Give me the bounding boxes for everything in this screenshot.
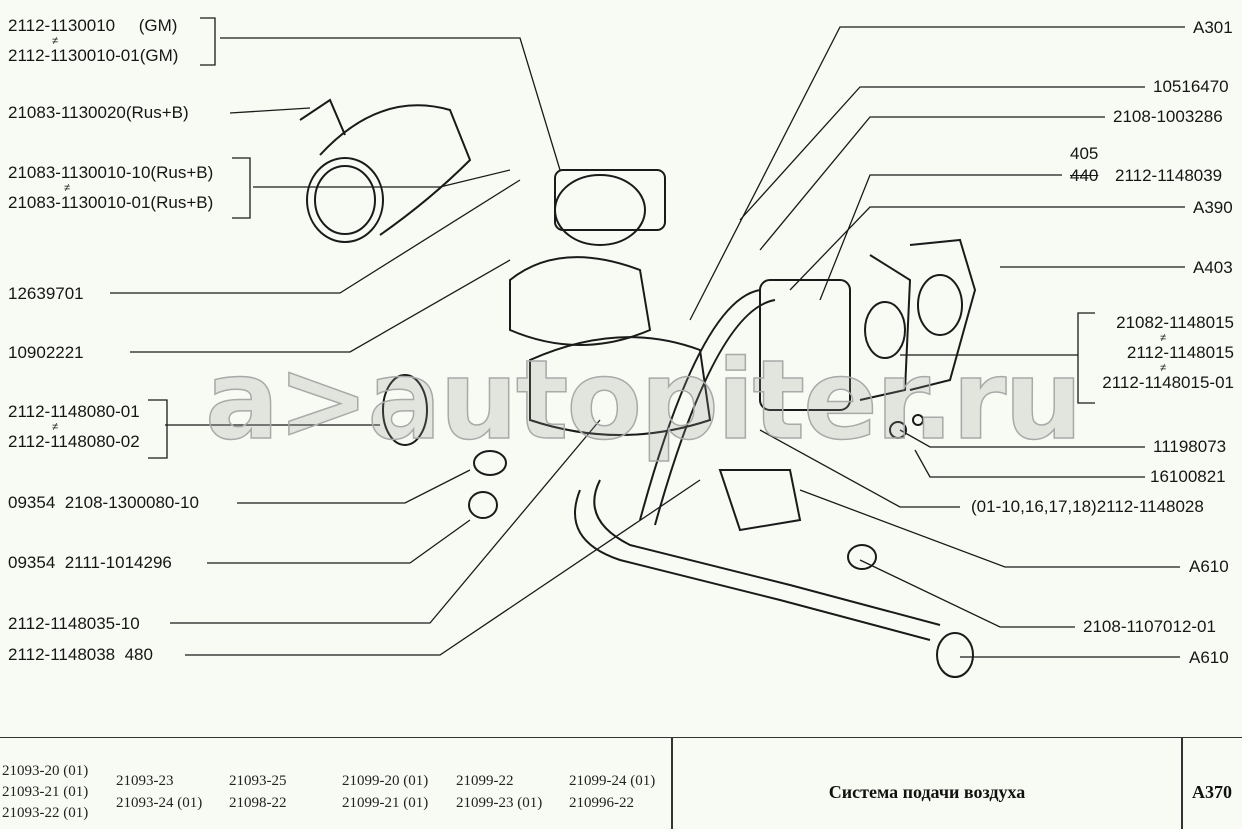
hose-clamp bbox=[382, 374, 428, 446]
leader-maf bbox=[229, 107, 311, 114]
leader-1003286 bbox=[759, 116, 1105, 251]
section-code: A370 bbox=[1192, 782, 1232, 802]
leader-1148038 bbox=[185, 479, 701, 656]
model-code: 21099-21 (01) bbox=[342, 795, 429, 811]
divider bbox=[671, 738, 673, 829]
model-code: 210996-22 bbox=[569, 795, 634, 811]
callout-11198073: 11198073 bbox=[1153, 437, 1227, 456]
model-code: 21093-25 bbox=[229, 773, 287, 789]
callout-a301: A301 bbox=[1193, 18, 1233, 37]
callout-2112-1148035-10: 2112-1148035-10 bbox=[8, 614, 140, 633]
leader-rus bbox=[253, 169, 511, 188]
title-block: 21093-20 (01) 21093-21 (01) 21093-22 (01… bbox=[0, 737, 1242, 829]
callout-21083-1130020: 21083-1130020(Rus+B) bbox=[8, 103, 189, 122]
model-code: 21093-24 (01) bbox=[116, 795, 203, 811]
model-code: 21099-22 bbox=[456, 773, 514, 789]
callout-2112-1148038: 2112-1148038 480 bbox=[8, 645, 153, 664]
airflow-sensor bbox=[554, 174, 646, 246]
maf-flange bbox=[306, 157, 384, 243]
leader-a610a bbox=[799, 489, 1180, 568]
callout-440-struck: 440 bbox=[1070, 166, 1099, 185]
model-code: 21099-23 (01) bbox=[456, 795, 543, 811]
intake-hose bbox=[509, 256, 652, 346]
callout-a403: A403 bbox=[1193, 258, 1233, 277]
callout-2112-1148028: (01-10,16,17,18)2112-1148028 bbox=[971, 497, 1204, 516]
leader-a301 bbox=[689, 26, 1185, 321]
callout-2112-1148080-02: 2112-1148080-02 bbox=[8, 432, 140, 451]
leader-09354a bbox=[237, 469, 471, 504]
callout-09354-2108-1300080-10: 09354 2108-1300080-10 bbox=[8, 493, 199, 512]
interchange-icon: ≠ bbox=[52, 35, 59, 47]
model-code: 21093-23 bbox=[116, 773, 174, 789]
callout-2108-1003286: 2108-1003286 bbox=[1113, 107, 1223, 126]
model-code: 21093-21 (01) bbox=[2, 784, 89, 800]
callout-16100821: 16100821 bbox=[1150, 467, 1226, 486]
gasket bbox=[909, 238, 977, 391]
model-code: 21099-24 (01) bbox=[569, 773, 656, 789]
callout-12639701: 12639701 bbox=[8, 284, 84, 303]
leader-12639701 bbox=[110, 179, 521, 294]
interchange-icon: ≠ bbox=[1160, 362, 1167, 374]
callout-2112-1148015-01: 2112-1148015-01 bbox=[1102, 373, 1234, 392]
leader-1148035 bbox=[170, 419, 601, 624]
leader-a390 bbox=[789, 206, 1185, 291]
interchange-icon: ≠ bbox=[1160, 332, 1167, 344]
parts-illustration bbox=[110, 17, 1185, 678]
leader-1148028 bbox=[759, 429, 960, 508]
callout-10902221: 10902221 bbox=[8, 343, 84, 362]
callout-2112-1148039: 2112-1148039 bbox=[1115, 166, 1223, 185]
model-code: 21098-22 bbox=[229, 795, 287, 811]
leader-1148039 bbox=[819, 174, 1062, 301]
leader-11198073 bbox=[899, 429, 1145, 448]
interchange-icon: ≠ bbox=[52, 421, 59, 433]
section-title: Система подачи воздуха bbox=[828, 782, 1026, 802]
leader-10902221 bbox=[130, 259, 511, 353]
leader-16100821 bbox=[914, 449, 1145, 478]
callout-21083-1130010-01: 21083-1130010-01(Rus+B) bbox=[8, 193, 214, 212]
divider bbox=[1181, 738, 1183, 829]
callout-a610: A610 bbox=[1189, 557, 1229, 576]
callout-21083-1130010-10: 21083-1130010-10(Rus+B) bbox=[8, 163, 214, 182]
callout-09354-2111-1014296: 09354 2111-1014296 bbox=[8, 553, 172, 572]
leader-gm bbox=[220, 37, 561, 171]
callout-2108-1107012-01: 2108-1107012-01 bbox=[1083, 617, 1216, 636]
callout-21082-1148015: 21082-1148015 bbox=[1116, 313, 1234, 332]
callout-2112-1148015: 2112-1148015 bbox=[1126, 343, 1234, 362]
model-code: 21093-20 (01) bbox=[2, 763, 89, 779]
callout-a390: A390 bbox=[1193, 198, 1233, 217]
leader-10516470 bbox=[739, 86, 1145, 221]
callout-2112-1130010-01: 2112-1130010-01(GM) bbox=[8, 46, 179, 65]
callout-2112-1148080-01: 2112-1148080-01 bbox=[8, 402, 140, 421]
callout-a610: A610 bbox=[1189, 648, 1229, 667]
model-code: 21093-22 (01) bbox=[2, 805, 89, 821]
interchange-icon: ≠ bbox=[64, 182, 71, 194]
throttle-body bbox=[759, 279, 851, 411]
model-code: 21099-20 (01) bbox=[342, 773, 429, 789]
callout-2112-1130010: 2112-1130010 (GM) bbox=[8, 16, 178, 35]
leader-09354b bbox=[207, 519, 471, 564]
callout-405: 405 bbox=[1070, 144, 1099, 163]
leader-1107012 bbox=[859, 559, 1075, 628]
watermark: a>autopiter.ru bbox=[204, 336, 1083, 464]
callout-10516470: 10516470 bbox=[1153, 77, 1229, 96]
